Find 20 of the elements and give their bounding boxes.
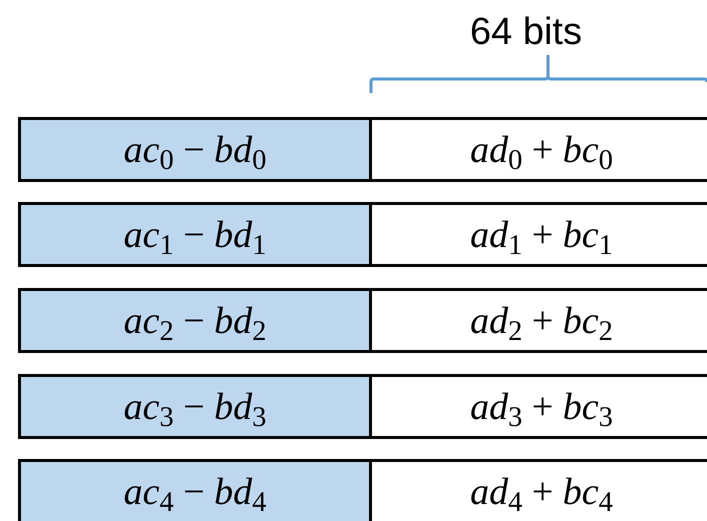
table-cell (18, 374, 372, 439)
table-cell (18, 117, 372, 182)
table-cell (369, 117, 707, 182)
table-cell (369, 374, 707, 439)
table-cell (369, 202, 707, 267)
formula: ad$_{1}$ + bc$_{1}$ (470, 212, 613, 256)
formula: ac$_{4}$ − bd$_{4}$ (124, 470, 266, 514)
table-cell (18, 459, 372, 521)
table-cell (18, 288, 372, 353)
formula: ac$_{0}$ − bd$_{0}$ (124, 128, 266, 172)
formula: ad$_{3}$ + bc$_{3}$ (470, 384, 613, 428)
table-cell (18, 202, 372, 267)
formula: ad$_{0}$ + bc$_{0}$ (470, 128, 613, 172)
formula: ac$_{3}$ − bd$_{3}$ (124, 384, 266, 428)
formula: ac$_{1}$ − bd$_{1}$ (124, 212, 266, 256)
bit-width-label: 64 bits (470, 10, 582, 54)
formula: ad$_{4}$ + bc$_{4}$ (470, 470, 613, 514)
formula: ad$_{2}$ + bc$_{2}$ (470, 298, 613, 342)
table-cell (369, 288, 707, 353)
formula: ac$_{2}$ − bd$_{2}$ (124, 298, 266, 342)
